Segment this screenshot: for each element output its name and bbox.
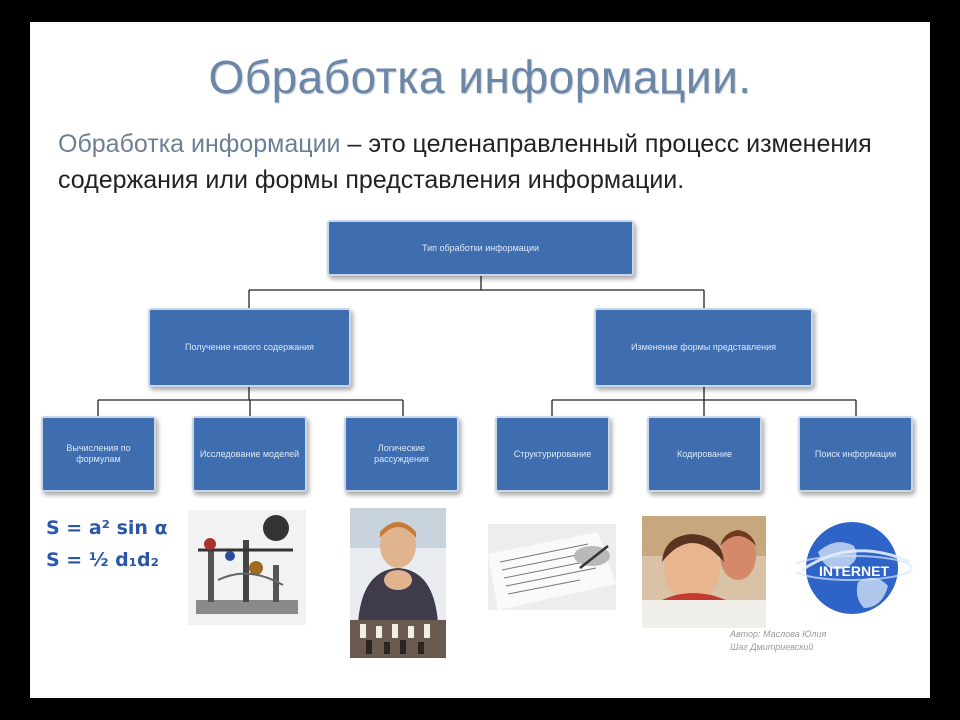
diagram-connectors [97,274,857,418]
slide: Обработка информации. Обработка информац… [30,22,930,698]
author-credit-line-1: Автор: Маслова Юлия [730,629,827,639]
node-info-search: Поиск информации [798,416,913,492]
author-credit-line-2: Шаг Дмитриевский [730,642,814,652]
node-form-change: Изменение формы представления [594,308,813,387]
author-credit: Автор: Маслова Юлия Шаг Дмитриевский [730,628,826,654]
node-logical-reasoning: Логические рассуждения [344,416,459,492]
chess-player-illustration [350,508,446,658]
handwriting-illustration [488,524,616,610]
slide-title: Обработка информации. [208,51,752,103]
children-illustration [642,516,766,628]
node-model-research: Исследование моделей [192,416,307,492]
node-calculations: Вычисления по формулам [41,416,156,492]
internet-globe-illustration: INTERNET [796,512,916,624]
definition-term: Обработка информации [58,130,341,158]
orrery-model-illustration [188,510,306,625]
node-coding: Кодирование [647,416,762,492]
node-new-content: Получение нового содержания [148,308,351,387]
node-root: Тип обработки информации [327,220,634,276]
formula-rhombus-area: S = ½ d₁d₂ [46,549,159,571]
formula-block: S = a² sin α S = ½ d₁d₂ [46,512,168,576]
formula-triangle-area: S = a² sin α [46,517,168,539]
internet-label: INTERNET [819,563,889,579]
definition-body: – это целенаправленный процесс изменения… [58,130,872,194]
definition-text: Обработка информации – это целенаправлен… [58,126,908,198]
node-structuring: Структурирование [495,416,610,492]
